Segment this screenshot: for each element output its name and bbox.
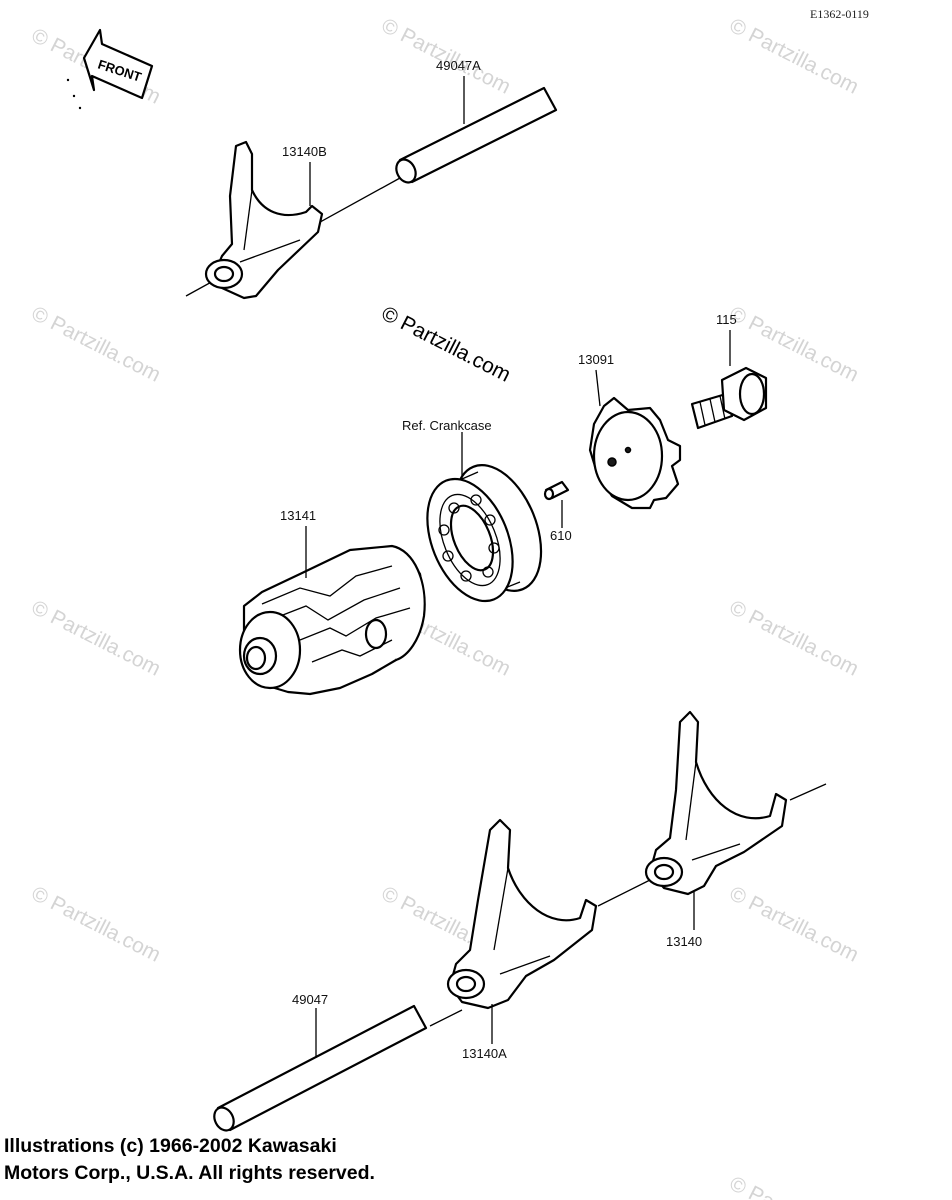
copyright-line-2: Motors Corp., U.S.A. All rights reserved…: [4, 1162, 375, 1184]
label-fork-top: 13140B: [282, 144, 327, 159]
shift-fork-top: [204, 140, 324, 300]
cam-plate: [588, 396, 682, 510]
label-bolt: 115: [716, 312, 737, 327]
copyright-line-1: Illustrations (c) 1966-2002 Kawasaki: [4, 1135, 337, 1157]
label-drum: 13141: [280, 508, 316, 523]
label-pin: 610: [550, 528, 572, 543]
shift-drum: [238, 544, 426, 696]
label-fork-mid: 13140A: [462, 1046, 507, 1061]
label-shaft-top: 49047A: [436, 58, 481, 73]
bearing: [426, 464, 543, 603]
watermark: © Partzilla.com: [28, 596, 165, 681]
label-shaft-bottom: 49047: [292, 992, 328, 1007]
watermark-layer: © Partzilla.com © Partzilla.com © Partzi…: [28, 14, 863, 1200]
watermark: © Partzilla.com: [726, 1172, 863, 1200]
pin: [543, 480, 570, 501]
bolt: [690, 366, 768, 430]
label-cam-plate: 13091: [578, 352, 614, 367]
copyright-notice: Illustrations (c) 1966-2002 Kawasaki Mot…: [4, 1133, 375, 1187]
label-bearing: Ref. Crankcase: [402, 418, 492, 433]
watermark: © Partzilla.com: [28, 302, 165, 387]
label-fork-right: 13140: [666, 934, 702, 949]
watermark: © Partzilla.com: [726, 882, 863, 967]
shift-fork-mid: [446, 818, 598, 1010]
center-watermark: © Partzilla.com: [378, 302, 515, 387]
shaft-top: [395, 86, 558, 184]
watermark: © Partzilla.com: [378, 14, 515, 99]
shaft-bottom: [213, 1004, 428, 1132]
watermark: © Partzilla.com: [726, 14, 863, 99]
watermark: © Partzilla.com: [726, 596, 863, 681]
front-arrow-icon: FRONT: [82, 28, 154, 100]
diagram-code: E1362-0119: [810, 7, 869, 21]
watermark: © Partzilla.com: [28, 882, 165, 967]
shift-fork-right: [644, 710, 788, 896]
